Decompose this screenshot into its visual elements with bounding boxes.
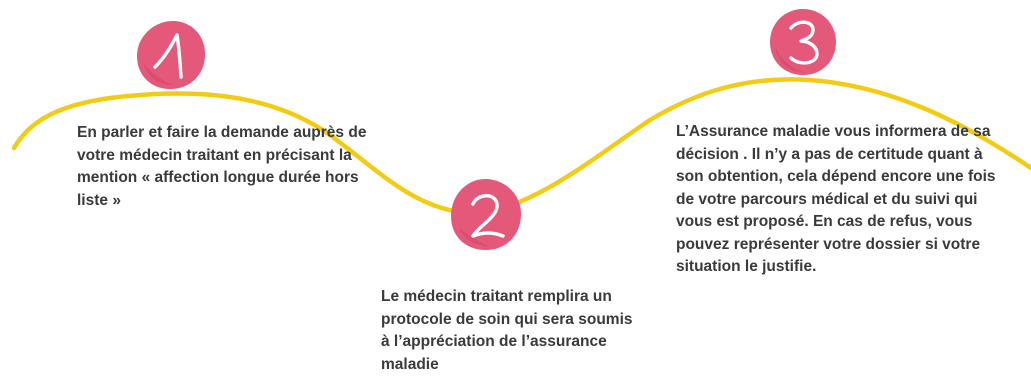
step-3-badge <box>767 6 839 78</box>
step-1-badge <box>133 17 209 93</box>
brush-circle-numeral-3-icon <box>770 9 836 75</box>
brush-circle-numeral-1-icon <box>137 20 206 90</box>
step-1-text: En parler et faire la demande auprès de … <box>77 124 367 209</box>
step-2-text: Le médecin traitant remplira un protocol… <box>381 288 633 373</box>
step-2-badge <box>447 176 525 254</box>
step-3-text: L’Assurance maladie vous informera de sa… <box>676 123 996 275</box>
brush-circle-numeral-2-icon <box>451 178 521 250</box>
